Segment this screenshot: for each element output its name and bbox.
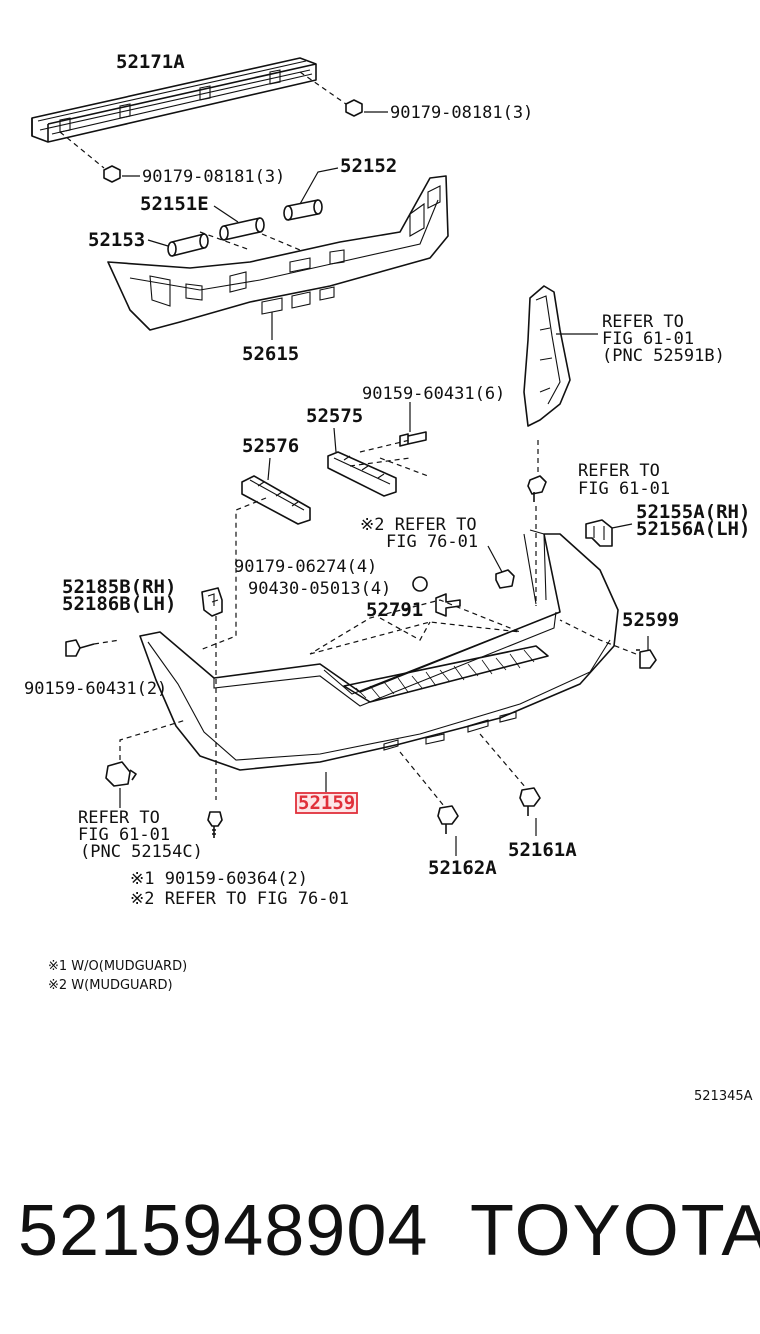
label-90179-08181-lower: 90179-08181(3) bbox=[142, 167, 285, 187]
label-90430-05013: 90430-05013(4) bbox=[248, 579, 391, 599]
label-pnc-52154C: (PNC 52154C) bbox=[80, 842, 203, 862]
label-90179-06274: 90179-06274(4) bbox=[234, 557, 377, 577]
side-retainer-upper-right bbox=[523, 285, 598, 427]
bracket-52576 bbox=[199, 457, 311, 651]
figure-code: 521345A bbox=[694, 1089, 753, 1104]
label-52185B: 52185B(RH) bbox=[62, 576, 176, 598]
label-refer-to-bottom: REFER TO bbox=[78, 808, 160, 828]
legend-line-2: ※2 W(MUDGUARD) bbox=[48, 978, 173, 993]
reinforcement-beam-52171A bbox=[31, 57, 347, 169]
label-refer-to-top: REFER TO bbox=[602, 312, 684, 332]
highlight-box-52159 bbox=[295, 792, 358, 814]
label-52615: 52615 bbox=[242, 343, 299, 365]
nut-90179-08181-lower bbox=[103, 165, 140, 183]
label-pnc-52591B: (PNC 52591B) bbox=[602, 346, 725, 366]
screw-90159-60431-upper bbox=[399, 402, 427, 447]
bracket-52155A-52156A bbox=[585, 519, 633, 547]
label-52156A: 52156A(LH) bbox=[636, 518, 750, 540]
label-90179-08181-upper: 90179-08181(3) bbox=[390, 103, 533, 123]
nut-90179-06274 bbox=[487, 545, 515, 589]
bracket-52575 bbox=[327, 427, 429, 497]
label-52576: 52576 bbox=[242, 435, 299, 457]
label-90159-60431-6: 90159-60431(6) bbox=[362, 384, 505, 404]
clip-52161A bbox=[479, 733, 541, 836]
label-fig-76-01: FIG 76-01 bbox=[386, 532, 478, 552]
label-fig-61-01-top: FIG 61-01 bbox=[602, 329, 694, 349]
label-refer-to-mid: REFER TO bbox=[578, 461, 660, 481]
clip-52791 bbox=[435, 593, 461, 617]
spacer-52152 bbox=[283, 167, 339, 221]
clip-52162A bbox=[399, 751, 459, 856]
label-52186B: 52186B(LH) bbox=[62, 593, 176, 615]
label-fig-61-01-mid: FIG 61-01 bbox=[578, 479, 670, 499]
label-52575: 52575 bbox=[306, 405, 363, 427]
label-52159: 52159 bbox=[298, 792, 355, 814]
label-52171A: 52171A bbox=[116, 51, 185, 73]
label-fig-61-01-bottom: FIG 61-01 bbox=[78, 825, 170, 845]
label-52155A: 52155A(RH) bbox=[636, 501, 750, 523]
energy-absorber-52615 bbox=[107, 175, 449, 340]
footer-part-number: 5215948904 bbox=[18, 1191, 429, 1271]
footer-brand: TOYOTA bbox=[470, 1191, 760, 1271]
bumper-cover-52159 bbox=[139, 529, 619, 792]
screw-52599 bbox=[559, 619, 657, 669]
label-52151E: 52151E bbox=[140, 193, 209, 215]
spacer-guide-line bbox=[199, 231, 301, 251]
spacer-52151E bbox=[213, 205, 265, 241]
label-52153: 52153 bbox=[88, 229, 145, 251]
label-footnote-1: ※1 90159-60364(2) bbox=[130, 869, 308, 889]
screw-90159-60364 bbox=[207, 811, 223, 838]
clip-refer-61-01-mid bbox=[527, 440, 547, 606]
label-refer-to-76: ※2 REFER TO bbox=[360, 515, 477, 535]
washer-90430-05013 bbox=[412, 576, 428, 592]
screw-90159-60431-lower bbox=[65, 639, 121, 657]
clip-52185B-52186B bbox=[201, 587, 223, 800]
spacer-52153 bbox=[147, 233, 209, 257]
clip-refer-61-01-bottom bbox=[105, 719, 187, 808]
label-52162A: 52162A bbox=[428, 857, 497, 879]
label-52791: 52791 bbox=[366, 599, 423, 621]
label-52599: 52599 bbox=[622, 609, 679, 631]
nut-90179-08181-upper bbox=[345, 99, 388, 117]
label-footnote-2: ※2 REFER TO FIG 76-01 bbox=[130, 889, 349, 909]
label-90159-60431-2: 90159-60431(2) bbox=[24, 679, 167, 699]
label-52161A: 52161A bbox=[508, 839, 577, 861]
legend-line-1: ※1 W/O(MUDGUARD) bbox=[48, 959, 187, 974]
label-52152: 52152 bbox=[340, 155, 397, 177]
